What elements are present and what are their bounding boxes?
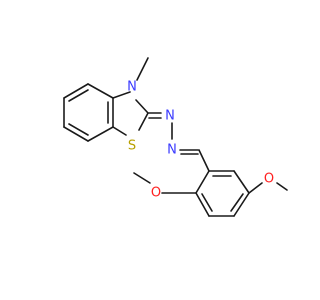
atom-label-layer: N S N N O O [127,80,274,201]
bond [138,112,149,131]
bond [233,192,250,217]
atom-oxygen-left: O [151,186,161,201]
bond [248,182,263,194]
bond [195,170,210,194]
atom-oxygen-top: O [264,172,274,187]
bond [112,91,131,99]
bond [195,192,210,217]
atom-nitrogen-hydrazone-2: N [167,143,177,158]
bond [112,126,127,136]
bond [68,123,89,136]
atom-nitrogen-hydrazone-1: N [165,109,175,124]
bond [135,99,149,114]
chemical-structure: N S N N O O [63,57,288,217]
bond [276,182,288,191]
atom-nitrogen-ring: N [127,80,137,95]
bond [198,149,210,172]
bond [87,126,114,142]
bond [68,89,89,102]
bond [63,126,89,142]
bond [87,83,114,99]
bond [230,193,244,212]
bond-layer [63,57,288,217]
bond [133,172,151,184]
bond [136,57,149,81]
atom-sulfur-ring: S [128,139,136,154]
bond [201,193,213,212]
bond [63,83,89,99]
bond [233,170,250,194]
